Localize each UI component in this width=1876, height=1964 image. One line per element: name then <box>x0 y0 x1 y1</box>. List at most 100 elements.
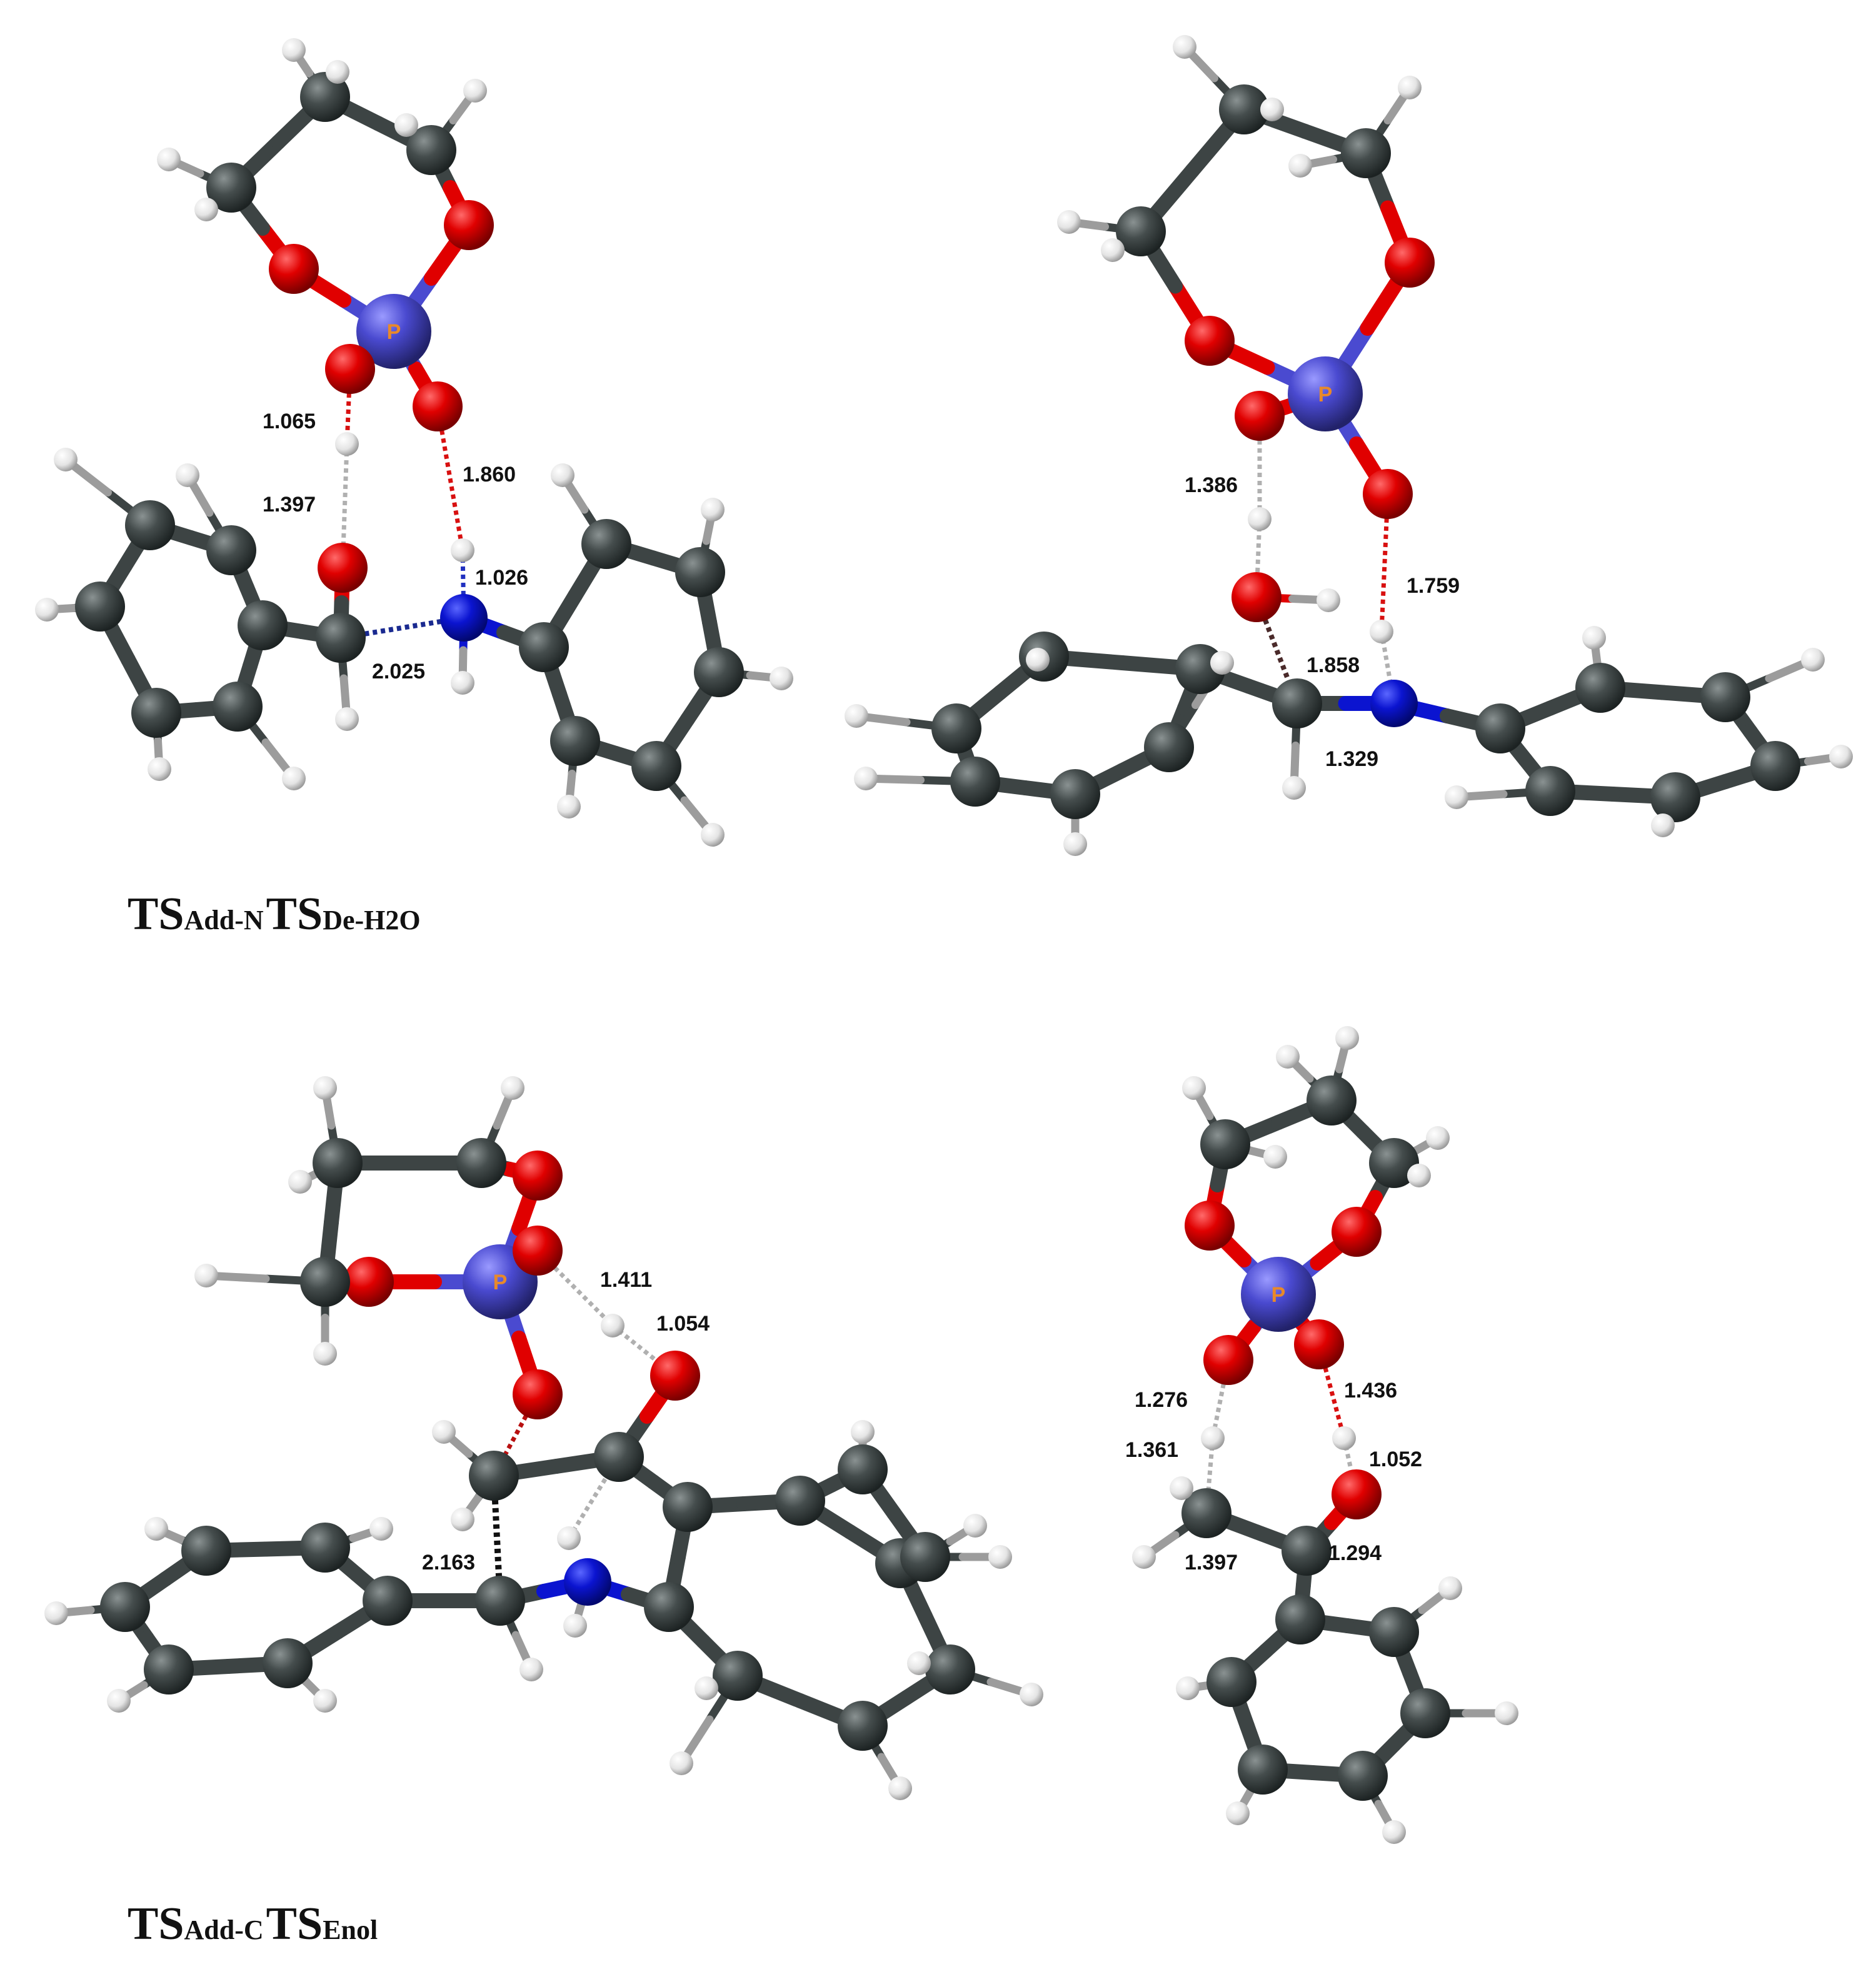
carbon-atom <box>125 500 175 550</box>
hydrogen-atom <box>963 1514 987 1538</box>
distance-label: 1.026 <box>475 566 528 590</box>
hydrogen-atom <box>282 38 306 62</box>
nitrogen-atom <box>564 1558 611 1606</box>
hydrogen-atom <box>1173 35 1196 59</box>
carbon-atom <box>206 525 256 575</box>
hydrogen-atom <box>282 767 306 790</box>
carbon-atom <box>581 519 631 569</box>
carbon-atom <box>900 1532 950 1582</box>
phosphorus-label: P <box>493 1271 508 1294</box>
hydrogen-atom <box>1582 626 1606 650</box>
carbon-atom <box>406 125 456 175</box>
hydrogen-atom <box>557 1526 581 1550</box>
carbon-atom <box>1282 1526 1332 1576</box>
carbon-atom <box>144 1644 194 1695</box>
oxygen-atom <box>325 344 375 394</box>
hydrogen-atom <box>1226 1801 1250 1825</box>
hydrogen-atom <box>1438 1576 1462 1600</box>
oxygen-atom <box>513 1151 563 1201</box>
carbon-atom <box>838 1444 888 1494</box>
hydrogen-atom <box>1170 1476 1193 1500</box>
carbon-atom <box>263 1638 313 1688</box>
hydrogen-atom <box>451 1508 474 1531</box>
hydrogen-atom <box>1382 1820 1406 1844</box>
hydrogen-atom <box>695 1676 718 1700</box>
hydrogen-atom <box>1020 1683 1043 1706</box>
carbon-atom <box>1275 1594 1325 1644</box>
oxygen-atom <box>344 1257 394 1307</box>
hydrogen-atom <box>988 1545 1012 1569</box>
hydrogen-atom <box>451 538 474 562</box>
hydrogen-atom <box>1801 648 1825 672</box>
distance-label: 1.386 <box>1185 473 1238 497</box>
distance-label: 1.858 <box>1307 653 1360 677</box>
carbon-atom <box>1219 84 1269 134</box>
hydrogen-atom <box>1182 1076 1206 1100</box>
hydrogen-atom <box>194 1264 218 1287</box>
caption-ts-add-c-sub: Add-C <box>184 1915 264 1945</box>
hydrogen-atom <box>1288 154 1312 178</box>
carbon-atom <box>931 703 981 753</box>
nitrogen-atom <box>1370 680 1418 727</box>
carbon-atom <box>713 1651 763 1701</box>
distance-label: 1.361 <box>1125 1438 1178 1462</box>
hydrogen-bond-dashed <box>1210 1359 1231 1439</box>
phosphorus-label: P <box>387 320 401 344</box>
carbon-atom <box>1575 663 1625 713</box>
hydrogen-atom <box>851 1420 875 1444</box>
carbon-atom <box>1341 128 1391 178</box>
caption-ts-de-h2o-main: TS <box>266 889 323 940</box>
oxygen-atom <box>650 1351 700 1401</box>
hydrogen-atom <box>1426 1126 1450 1150</box>
caption-ts-enol-sub: Enol <box>323 1915 378 1945</box>
hydrogen-atom <box>326 60 349 84</box>
carbon-atom <box>519 622 569 672</box>
hydrogen-atom <box>1101 238 1125 262</box>
oxygen-atom <box>1294 1319 1344 1369</box>
carbon-atom <box>100 1582 150 1632</box>
hydrogen-atom <box>1276 1045 1300 1069</box>
hydrogen-atom <box>701 823 725 847</box>
carbon-atom <box>594 1432 644 1482</box>
hydrogen-atom <box>601 1314 624 1337</box>
oxygen-atom <box>1185 1201 1235 1251</box>
carbon-atom <box>475 1576 525 1626</box>
oxygen-atom <box>513 1226 563 1276</box>
hydrogen-atom <box>551 463 574 487</box>
hydrogen-atom <box>1210 651 1234 675</box>
distance-label: 1.436 <box>1344 1379 1397 1402</box>
carbon-atom <box>456 1138 506 1188</box>
hydrogen-atom <box>1263 1145 1287 1169</box>
carbon-atom <box>238 600 288 650</box>
hydrogen-atom <box>557 795 581 818</box>
carbon-atom <box>1525 766 1575 816</box>
carbon-atom <box>1272 678 1322 728</box>
carbon-atom <box>1238 1745 1288 1795</box>
carbon-atom <box>950 757 1000 807</box>
hydrogen-atom <box>1495 1701 1518 1725</box>
carbon-atom <box>631 741 681 791</box>
hydrogen-atom <box>144 1517 168 1541</box>
carbon-atom <box>1475 703 1525 753</box>
hydrogen-atom <box>369 1517 393 1541</box>
hydrogen-atom <box>313 1076 337 1100</box>
carbon-atom <box>1369 1607 1419 1657</box>
phosphorus-atom <box>1288 356 1363 431</box>
carbon-atom <box>313 1138 363 1188</box>
carbon-atom <box>1181 1488 1231 1538</box>
carbon-atom <box>300 1257 350 1307</box>
carbon-atom <box>925 1644 975 1695</box>
carbon-atom <box>469 1451 519 1501</box>
carbon-atom <box>1650 772 1700 822</box>
hydrogen-atom <box>1260 98 1284 121</box>
carbon-atom <box>1700 672 1750 722</box>
hydrogen-atom <box>335 707 359 731</box>
carbon-atom <box>316 613 366 663</box>
hydrogen-atom <box>907 1651 931 1675</box>
hydrogen-atom <box>313 1342 337 1366</box>
oxygen-atom <box>269 244 319 294</box>
